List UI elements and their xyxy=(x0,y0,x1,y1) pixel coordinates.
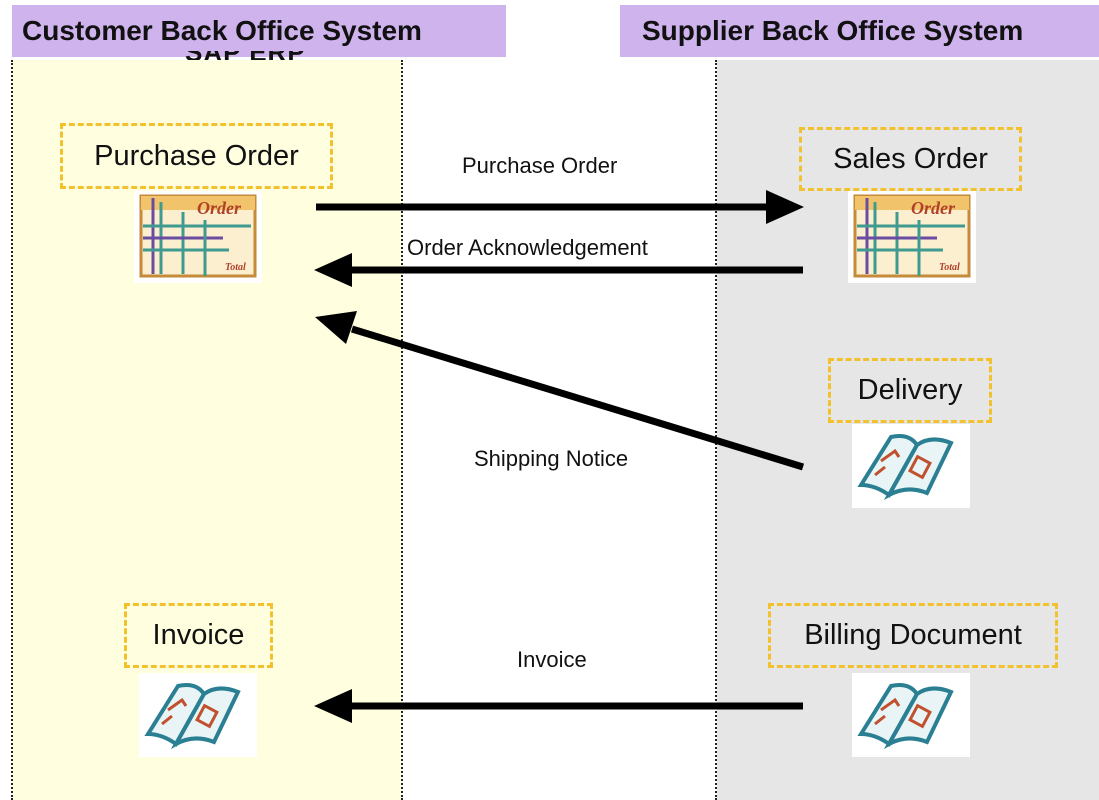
order-sheet-header xyxy=(141,196,255,210)
page-mark xyxy=(167,697,188,712)
customer-system-header: Customer Back Office System xyxy=(12,5,506,57)
order-acknowledgement-message-label: Order Acknowledgement xyxy=(407,235,648,260)
billing-document-box: Billing Document xyxy=(768,603,1058,668)
order-form-icon: Order Total xyxy=(134,191,262,283)
purchase-order-box: Purchase Order xyxy=(60,123,333,189)
page-right xyxy=(883,686,954,750)
delivery-box: Delivery xyxy=(828,358,992,423)
arrow-order-acknowledgement xyxy=(314,253,803,287)
open-document-icon xyxy=(852,673,970,757)
lane-divider-supplier xyxy=(715,60,717,800)
invoice-message-label: Invoice xyxy=(517,647,587,672)
lane-divider-left xyxy=(11,60,13,800)
invoice-box: Invoice xyxy=(124,603,273,668)
open-document-icon xyxy=(139,673,257,757)
page-mark xyxy=(880,448,901,463)
order-form-icon: Order Total xyxy=(848,191,976,283)
page-right xyxy=(170,686,241,750)
page-mark xyxy=(195,703,219,729)
page-right xyxy=(883,437,954,501)
total-label: Total xyxy=(939,262,960,273)
page-mark xyxy=(908,454,932,480)
arrow-invoice xyxy=(314,689,803,723)
page-mark xyxy=(908,703,932,729)
page-mark xyxy=(874,465,886,477)
arrow-shipping-notice xyxy=(315,311,805,471)
lane-divider-customer xyxy=(401,60,403,800)
open-document-icon xyxy=(852,424,970,508)
page-mark xyxy=(161,714,173,726)
customer-system-subtitle: SAP ERP xyxy=(185,51,306,60)
page-mark xyxy=(880,697,901,712)
sales-order-box: Sales Order xyxy=(799,127,1022,191)
shipping-notice-message-label: Shipping Notice xyxy=(474,446,629,471)
purchase-order-message-label: Purchase Order xyxy=(462,153,618,178)
order-label: Order xyxy=(197,198,242,218)
order-label: Order xyxy=(911,198,956,218)
arrow-purchase-order xyxy=(316,190,804,224)
page-mark xyxy=(874,714,886,726)
supplier-system-header: Supplier Back Office System xyxy=(620,5,1099,57)
total-label: Total xyxy=(225,262,246,273)
order-sheet-header xyxy=(855,196,969,210)
